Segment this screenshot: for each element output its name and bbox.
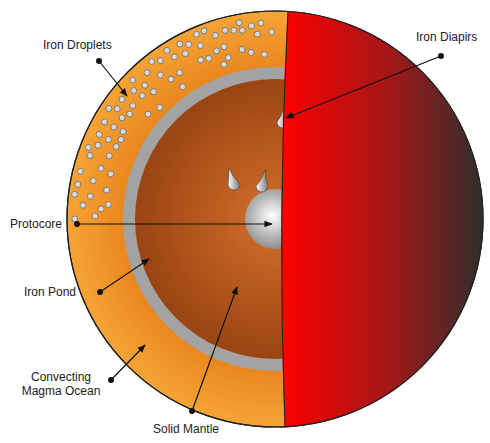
- iron-droplet: [105, 136, 111, 142]
- iron-droplet: [130, 77, 136, 83]
- iron-droplet: [87, 193, 93, 199]
- iron-droplet: [111, 124, 117, 130]
- iron-droplet: [145, 111, 151, 117]
- iron-droplet: [157, 72, 163, 78]
- iron-droplet: [106, 153, 112, 159]
- iron-droplet: [98, 165, 104, 171]
- iron-droplet: [194, 31, 200, 37]
- iron-droplet: [206, 55, 212, 61]
- iron-droplet: [157, 105, 163, 111]
- iron-droplet: [120, 129, 126, 135]
- outer-hemisphere: [281, 0, 490, 443]
- leader-line: [77, 223, 272, 224]
- iron-droplet: [177, 70, 183, 76]
- iron-droplet: [239, 47, 245, 53]
- iron-droplet: [231, 27, 237, 33]
- iron-droplet: [149, 58, 155, 64]
- iron-droplet: [106, 105, 112, 111]
- iron-droplet: [130, 103, 136, 109]
- leader-dots: [74, 53, 444, 414]
- planet-outline: [67, 11, 483, 427]
- iron-diapir: [228, 168, 240, 190]
- leader-line: [286, 56, 441, 118]
- iron-droplet: [249, 23, 255, 29]
- callout-label: Iron Diapirs: [416, 30, 477, 44]
- iron-droplet: [114, 106, 120, 112]
- iron-droplet: [157, 58, 163, 64]
- leader-dot: [438, 53, 444, 59]
- iron-droplet: [225, 55, 231, 61]
- callout-label: Convecting Magma Ocean: [18, 370, 104, 398]
- iron-droplet: [90, 178, 96, 184]
- iron-droplet: [261, 51, 267, 57]
- iron-droplet: [131, 88, 137, 94]
- iron-droplet: [214, 48, 220, 54]
- iron-diapir: [256, 170, 268, 192]
- iron-droplet: [118, 136, 124, 142]
- iron-droplet: [221, 61, 227, 67]
- iron-droplet: [75, 181, 81, 187]
- iron-diapirs: [228, 106, 289, 192]
- callout-label: Protocore: [10, 217, 62, 231]
- iron-droplet: [239, 27, 245, 33]
- leader-dot: [97, 289, 103, 295]
- iron-droplet: [102, 119, 108, 125]
- leader-line: [99, 61, 127, 96]
- iron-droplet: [168, 76, 174, 82]
- iron-droplet: [139, 93, 145, 99]
- iron-droplet: [201, 28, 207, 34]
- iron-droplet: [127, 111, 133, 117]
- iron-droplet: [85, 144, 91, 150]
- iron-droplet: [142, 82, 148, 88]
- leader-dot: [96, 58, 102, 64]
- iron-droplet: [197, 43, 203, 49]
- iron-droplet: [254, 31, 260, 37]
- iron-droplet: [77, 168, 83, 174]
- iron-droplet: [198, 57, 204, 63]
- iron-droplet: [108, 171, 114, 177]
- iron-droplet: [212, 32, 218, 38]
- iron-droplet: [72, 191, 78, 197]
- iron-droplet: [171, 54, 177, 60]
- callout-label: Iron Droplets: [43, 38, 112, 52]
- callout-label: Iron Pond: [24, 285, 76, 299]
- leader-line: [111, 345, 145, 380]
- iron-droplet: [92, 213, 98, 219]
- iron-droplet: [222, 27, 228, 33]
- iron-droplet: [151, 89, 157, 95]
- leader-dot: [74, 221, 80, 227]
- iron-droplet: [248, 49, 254, 55]
- hemisphere-edge: [282, 12, 288, 427]
- iron-droplet: [144, 70, 150, 76]
- iron-droplet: [180, 84, 186, 90]
- callout-label: Solid Mantle: [153, 422, 219, 436]
- iron-droplet: [119, 96, 125, 102]
- iron-droplet: [98, 206, 104, 212]
- iron-droplet: [95, 142, 101, 148]
- leader-lines: [77, 56, 441, 411]
- iron-droplet: [80, 202, 86, 208]
- leader-line: [192, 287, 237, 411]
- iron-droplet: [269, 29, 275, 35]
- iron-droplet: [104, 187, 110, 193]
- iron-droplet: [186, 41, 192, 47]
- iron-droplet: [236, 20, 242, 26]
- iron-droplet: [87, 152, 93, 158]
- iron-droplet: [164, 47, 170, 53]
- iron-droplet: [119, 115, 125, 121]
- iron-droplet: [105, 202, 111, 208]
- iron-droplet: [221, 44, 227, 50]
- iron-droplet: [182, 51, 188, 57]
- iron-droplet: [113, 144, 119, 150]
- leader-line: [100, 259, 149, 292]
- leader-dot: [189, 408, 195, 414]
- leader-dot: [108, 377, 114, 383]
- iron-droplet: [96, 131, 102, 137]
- iron-droplet: [177, 41, 183, 47]
- iron-droplet: [258, 20, 264, 26]
